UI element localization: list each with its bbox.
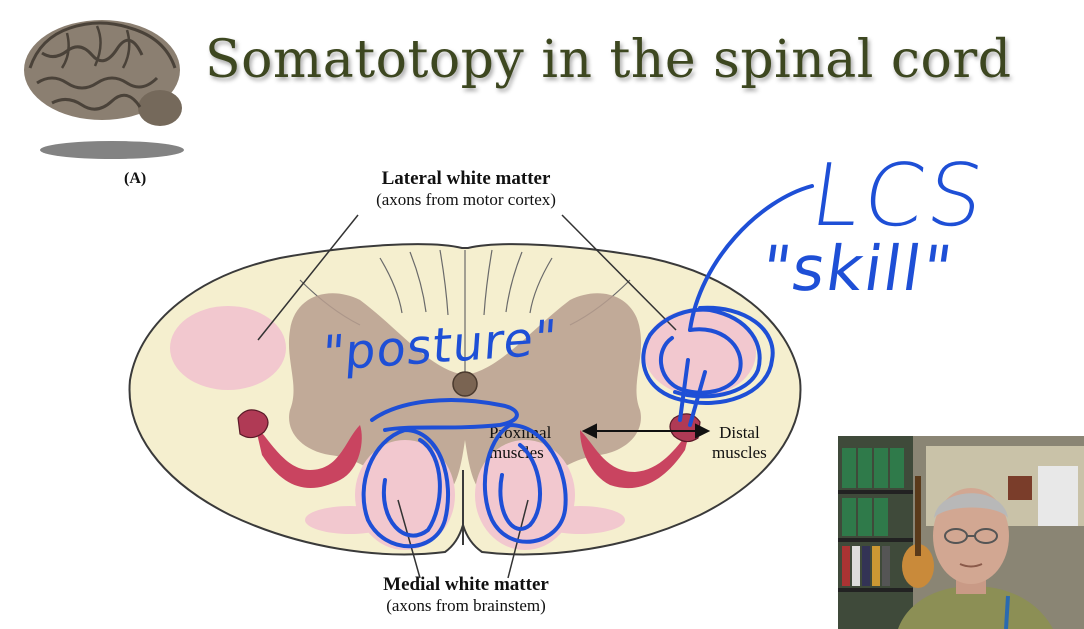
lateral-white-matter-label: Lateral white matter (axons from motor c… — [376, 168, 556, 209]
ventral-tract-left — [305, 506, 395, 534]
panel-label: (A) — [124, 170, 147, 187]
leader-lateral-left — [257, 214, 359, 341]
lateral-tract-right — [644, 308, 756, 396]
slide-title: Somatotopy in the spinal cord — [205, 30, 1012, 90]
brain-logo-icon — [24, 20, 184, 159]
proximal-muscles-label: Proximal muscles — [489, 423, 552, 462]
presenter-webcam — [838, 436, 1084, 629]
arm-left-icon — [237, 409, 362, 488]
medial-tract-left — [355, 440, 455, 550]
ink-skill-text: "skill" — [756, 232, 959, 305]
ventral-tract-right — [535, 506, 625, 534]
medial-white-matter-label: Medial white matter (axons from brainste… — [383, 574, 549, 615]
distal-muscles-label: Distal muscles — [712, 423, 767, 462]
central-canal — [452, 371, 478, 397]
presenter-video-icon — [838, 436, 1084, 629]
proximal-distal-arrow — [581, 423, 711, 439]
ink-lcs-text: LCS — [804, 146, 994, 246]
lateral-tract-left — [170, 306, 286, 390]
dorsal-column-lines — [299, 249, 631, 372]
